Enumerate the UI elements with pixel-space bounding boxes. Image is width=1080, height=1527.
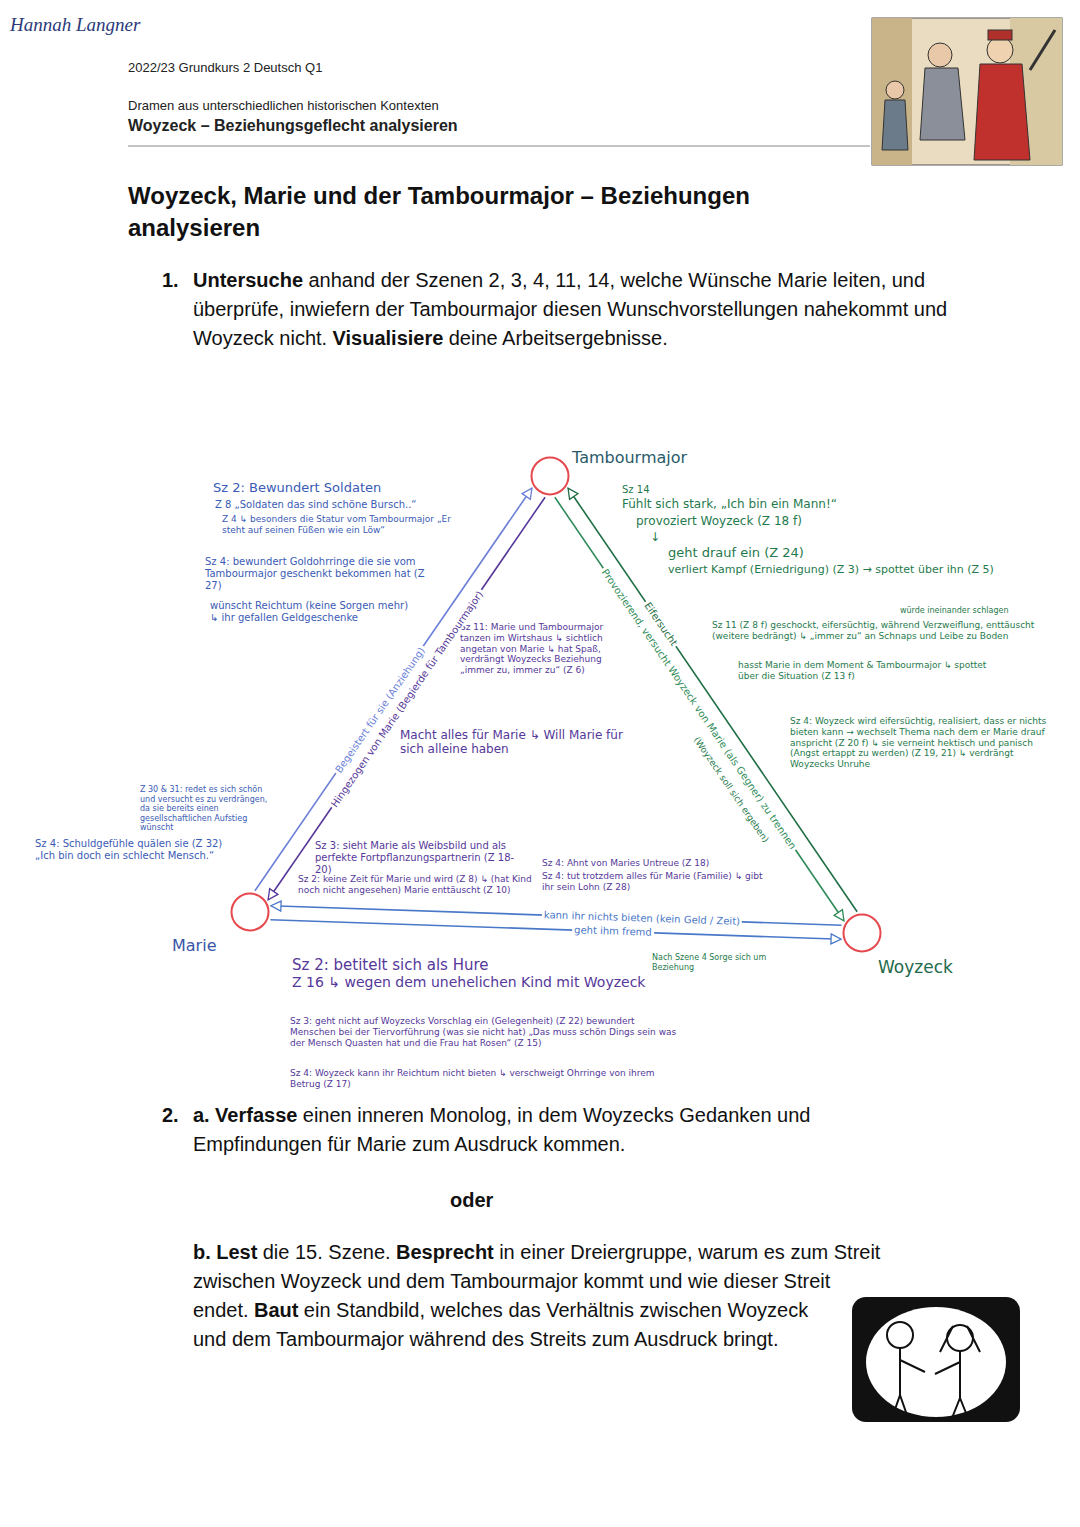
handwritten-note: Nach Szene 4 Sorge sich um Beziehung <box>652 953 802 972</box>
character-circle: Marie <box>230 892 270 932</box>
standbild-icon <box>852 1297 1020 1422</box>
circle-shape <box>532 458 569 495</box>
task-text: Untersuche <box>193 269 303 291</box>
task-text: Besprecht <box>396 1241 494 1263</box>
handwritten-note: Z 8 „Soldaten das sind schöne Bursch..“ <box>215 499 475 511</box>
handwritten-note: Sz 2: Bewundert Soldaten <box>213 480 483 496</box>
relation-arrow <box>255 488 532 891</box>
header-text: Woyzeck – Beziehungsgeflecht analysieren <box>128 116 458 135</box>
character-circle: Tambourmajor <box>530 456 570 496</box>
task-text: deine Arbeitsergebnisse. <box>449 327 668 349</box>
task-paragraph: 2.a.Verfasseeinen inneren Monolog, in de… <box>193 1101 883 1159</box>
task-paragraph: 1.Untersucheanhand der Szenen 2, 3, 4, 1… <box>162 266 953 353</box>
handwritten-note: Sz 4: bewundert Goldohrringe die sie vom… <box>205 556 433 592</box>
task-number: 2. <box>162 1101 179 1130</box>
page-title: Woyzeck, Marie und der Tambourmajor – Be… <box>128 180 828 244</box>
handwritten-note: Sz 2: betitelt sich als Hure <box>292 956 652 974</box>
handwritten-note: Macht alles für Marie ↳ Will Marie für s… <box>400 728 630 757</box>
circle-outline <box>230 892 270 932</box>
handwritten-note: würde ineinander schlagen <box>900 606 1060 616</box>
task-text: Visualisiere <box>333 327 444 349</box>
circle-shape <box>844 915 881 952</box>
circle-shape <box>232 894 269 931</box>
header-text: 2022/23 Grundkurs 2 Deutsch Q1 <box>128 60 322 76</box>
handwritten-note: Sz 3: sieht Marie als Weibsbild und als … <box>315 840 530 876</box>
handwritten-note: Sz 3: geht nicht auf Woyzecks Vorschlag … <box>290 1016 680 1048</box>
task-text: die 15. Szene. <box>263 1241 391 1263</box>
handwritten-note: Sz 11: Marie und Tambourmajor tanzen im … <box>460 622 630 676</box>
circle-outline <box>842 913 882 953</box>
handwritten-note: Sz 4: Schuldgefühle quälen sie (Z 32) „I… <box>35 838 245 862</box>
handwritten-note: Z 4 ↳ besonders die Statur vom Tambourma… <box>222 514 462 536</box>
character-name: Tambourmajor <box>572 448 687 467</box>
float-spacer <box>823 1296 963 1426</box>
handwritten-note: Sz 14 <box>622 484 650 496</box>
header-rule <box>128 146 870 147</box>
task-text: b. <box>193 1241 211 1263</box>
handwritten-note: geht drauf ein (Z 24) <box>668 545 918 561</box>
handwritten-note: Sz 11 (Z 8 f) geschockt, eifersüchtig, w… <box>712 620 1057 642</box>
handwritten-note: Sz 4: Woyzeck wird eifersüchtig, realisi… <box>790 716 1060 770</box>
comic-illustration <box>872 18 1062 165</box>
handwritten-note: provoziert Woyzeck (Z 18 f) <box>636 514 886 528</box>
relation-label: Provozierend, versucht Woyzeck von Marie… <box>599 565 800 852</box>
task-text: Baut <box>254 1299 298 1321</box>
handwritten-note: verliert Kampf (Erniedrigung) (Z 3) → sp… <box>668 563 1063 576</box>
handwritten-note: hasst Marie in dem Moment & Tambourmajor… <box>738 660 998 682</box>
handwritten-note: Sz 4: Ahnt von Maries Untreue (Z 18) <box>542 858 772 869</box>
task-text: a. <box>193 1104 210 1126</box>
handwritten-note: ↓ <box>650 530 660 544</box>
task-number: 1. <box>162 266 179 295</box>
handwritten-note: Fühlt sich stark, „Ich bin ein Mann!“ <box>622 497 952 511</box>
task-text: Lest <box>216 1241 257 1263</box>
handwritten-note: Z 16 ↳ wegen dem unehelichen Kind mit Wo… <box>292 974 652 991</box>
handwritten-note: Sz 4: tut trotzdem alles für Marie (Fami… <box>542 871 772 893</box>
handwritten-note: Sz 2: keine Zeit für Marie und wird (Z 8… <box>298 874 543 896</box>
header-text: Dramen aus unterschiedlichen historische… <box>128 98 439 114</box>
circle-outline <box>530 456 570 496</box>
task-text: oder <box>450 1188 493 1212</box>
character-name: Woyzeck <box>878 957 953 977</box>
task-text: Verfasse <box>215 1104 297 1126</box>
relation-arrow <box>555 497 844 920</box>
character-name: Marie <box>172 936 216 955</box>
relation-arrow <box>270 920 841 940</box>
task-paragraph: b.Lestdie 15. Szene.Besprechtin einer Dr… <box>193 1238 963 1426</box>
handwritten-note: wünscht Reichtum (keine Sorgen mehr) ↳ i… <box>210 600 410 624</box>
handwritten-note: Sz 4: Woyzeck kann ihr Reichtum nicht bi… <box>290 1068 680 1090</box>
character-circle: Woyzeck <box>842 913 882 953</box>
relation-label: geht ihm fremd <box>572 925 654 939</box>
handwritten-note: Z 30 & 31: redet es sich schön und versu… <box>140 785 270 833</box>
header-text: Hannah Langner <box>10 14 140 37</box>
